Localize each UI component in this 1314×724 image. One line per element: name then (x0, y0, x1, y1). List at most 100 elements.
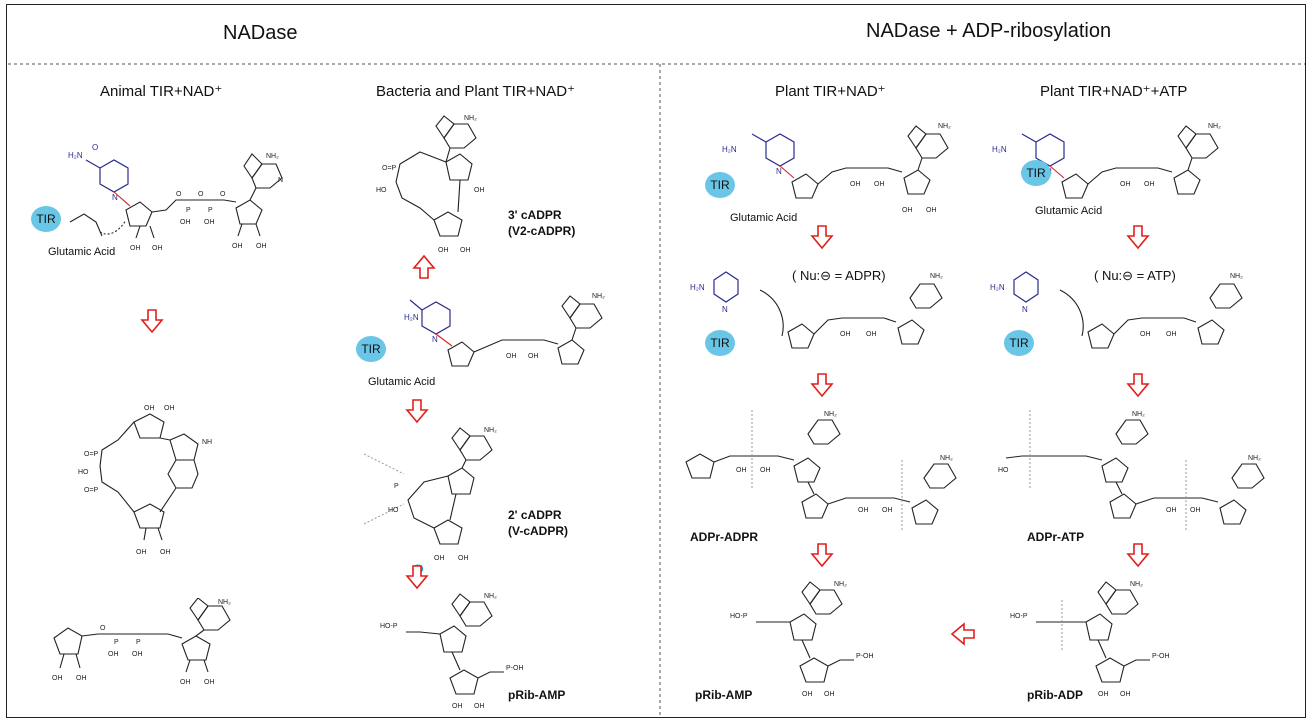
svg-text:NH₂: NH₂ (938, 123, 951, 130)
tir-domain-animal: TIR (31, 206, 61, 232)
col-plant: Plant TIR+NAD⁺ (775, 83, 886, 100)
svg-text:P: P (136, 639, 141, 646)
svg-text:NH₂: NH₂ (940, 455, 953, 462)
svg-text:H₂N: H₂N (68, 151, 83, 160)
svg-text:OH: OH (180, 679, 191, 686)
svg-text:OH: OH (1166, 507, 1177, 514)
svg-text:P-OH: P-OH (1152, 653, 1170, 660)
col-plant-atp: Plant TIR+NAD⁺+ATP (1040, 83, 1188, 100)
glutamic-acid-plant-atp: Glutamic Acid (1035, 205, 1103, 217)
svg-text:NH: NH (202, 439, 212, 446)
svg-text:OH: OH (760, 467, 771, 474)
prib-amp-label-middle: pRib-AMP (508, 688, 566, 702)
svg-text:OH: OH (130, 245, 141, 252)
nad-molecule-bacteria: H₂N N NH₂ OH OH (404, 293, 605, 367)
svg-text:HO: HO (376, 187, 387, 194)
svg-text:NH₂: NH₂ (592, 293, 605, 300)
svg-text:OH: OH (506, 353, 517, 360)
arrow-down-6 (810, 373, 834, 398)
svg-text:HO: HO (998, 467, 1009, 474)
svg-text:OH: OH (882, 507, 893, 514)
svg-text:NH₂: NH₂ (1132, 411, 1145, 418)
svg-text:OH: OH (204, 679, 215, 686)
arrow-down-9 (1126, 543, 1150, 568)
svg-text:NH₂: NH₂ (464, 115, 477, 122)
svg-text:N: N (278, 177, 283, 184)
svg-text:NH₂: NH₂ (266, 153, 279, 160)
svg-text:OH: OH (850, 181, 861, 188)
svg-text:OH: OH (474, 187, 485, 194)
three-cadpr-label-2: (V2-cADPR) (508, 224, 576, 238)
svg-text:N: N (432, 335, 438, 344)
svg-text:N: N (722, 305, 728, 314)
svg-text:OH: OH (736, 467, 747, 474)
svg-text:HO: HO (388, 507, 399, 514)
svg-text:OH: OH (1166, 331, 1177, 338)
svg-text:N: N (112, 193, 118, 202)
prib-amp-label-right: pRib-AMP (695, 688, 753, 702)
col-bacteria-plant: Bacteria and Plant TIR+NAD⁺ (376, 83, 575, 100)
svg-text:OH: OH (528, 353, 539, 360)
two-cadpr-label-1: 2' cADPR (508, 508, 562, 522)
svg-text:H₂N: H₂N (404, 313, 419, 322)
svg-text:OH: OH (1190, 507, 1201, 514)
svg-text:OH: OH (1140, 331, 1151, 338)
svg-text:O: O (176, 191, 182, 198)
svg-text:N: N (1022, 305, 1028, 314)
svg-text:O=P: O=P (84, 451, 99, 458)
svg-text:NH₂: NH₂ (824, 411, 837, 418)
svg-text:OH: OH (52, 675, 63, 682)
arrow-down-4 (810, 225, 834, 250)
svg-text:P: P (208, 207, 213, 214)
glutamic-acid-animal: Glutamic Acid (48, 246, 116, 258)
tir-domain-intermediate-atp: TIR (1004, 330, 1034, 356)
svg-text:OH: OH (204, 219, 215, 226)
svg-text:H₂N: H₂N (990, 283, 1005, 292)
svg-text:HO-P: HO-P (1010, 613, 1028, 620)
svg-text:OH: OH (1144, 181, 1155, 188)
tir-domain-intermediate: TIR (705, 330, 735, 356)
svg-text:OH: OH (1098, 691, 1109, 698)
adpr-adpr-label: ADPr-ADPR (690, 530, 759, 544)
svg-text:OH: OH (926, 207, 937, 214)
svg-text:OH: OH (474, 703, 485, 710)
adpr-atp-label: ADPr-ATP (1027, 530, 1085, 544)
tir-domain-plant: TIR (705, 172, 735, 198)
svg-text:OH: OH (824, 691, 835, 698)
svg-text:OH: OH (256, 243, 267, 250)
svg-text:O: O (220, 191, 226, 198)
svg-text:NH₂: NH₂ (484, 593, 497, 600)
arrow-up-1 (412, 254, 436, 279)
arrow-down-7 (1126, 373, 1150, 398)
nu-adpr: ( Nu:⊖ = ADPR) (792, 268, 886, 283)
col-animal: Animal TIR+NAD⁺ (100, 83, 223, 100)
arrow-down-1 (140, 309, 164, 334)
svg-text:P: P (114, 639, 119, 646)
svg-text:P-OH: P-OH (506, 665, 524, 672)
svg-text:H₂N: H₂N (992, 145, 1007, 154)
svg-text:OH: OH (874, 181, 885, 188)
svg-text:OH: OH (458, 555, 469, 562)
arrow-left-1 (950, 622, 975, 646)
svg-text:OH: OH (160, 549, 171, 556)
prib-adp-label: pRib-ADP (1027, 688, 1083, 702)
glutamic-acid-bacteria: Glutamic Acid (368, 376, 436, 388)
arrow-down-5 (1126, 225, 1150, 250)
svg-text:HO: HO (78, 469, 89, 476)
svg-text:N: N (776, 167, 782, 176)
svg-text:NH₂: NH₂ (484, 427, 497, 434)
svg-text:H₂N: H₂N (690, 283, 705, 292)
svg-text:OH: OH (180, 219, 191, 226)
svg-text:H₂N: H₂N (722, 145, 737, 154)
svg-text:NH₂: NH₂ (1130, 581, 1143, 588)
